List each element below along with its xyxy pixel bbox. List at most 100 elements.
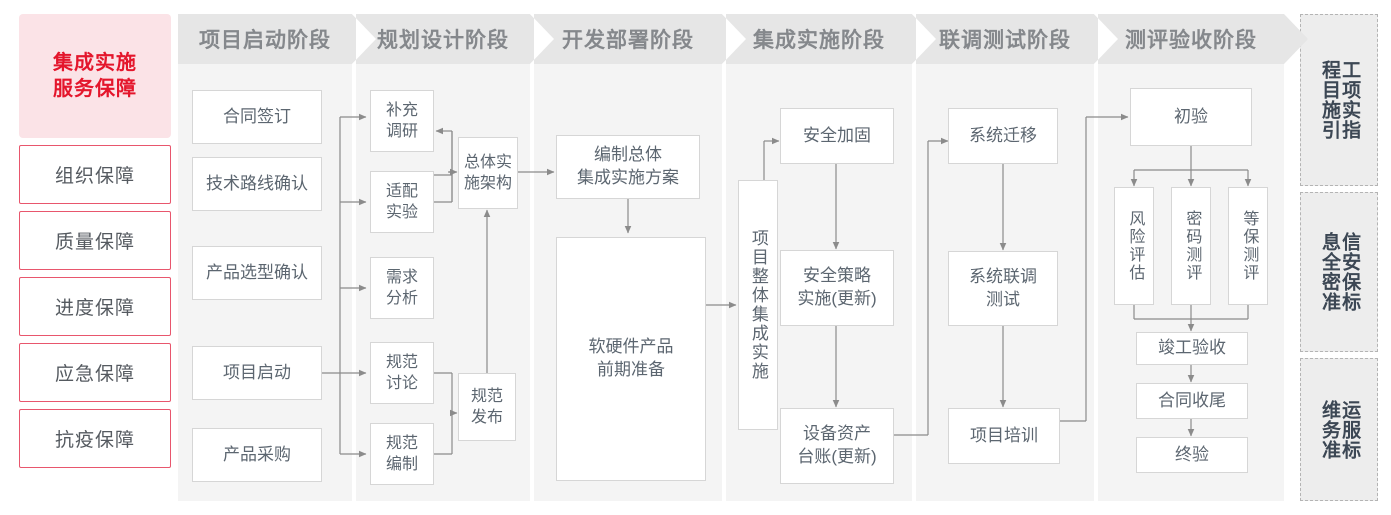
node-label-line1: 规范 [385, 434, 418, 452]
right-panel-label-col-right: 程目施引 [1319, 60, 1340, 140]
sidebar-item-organization[interactable]: 组织保障 [19, 145, 171, 204]
node-label: 技术路线确认 [206, 173, 308, 193]
node-label-line1: 规范 [470, 387, 503, 405]
node-label-line2: 实验 [385, 204, 418, 221]
sidebar-item-emergency[interactable]: 应急保障 [19, 343, 171, 402]
phase-header-label: 集成实施阶段 [753, 29, 885, 52]
phase-header-label: 规划设计阶段 [377, 29, 509, 52]
node-label: 安全加固 [803, 125, 871, 145]
node-label-line1: 需求 [385, 268, 418, 286]
right-panel-label-col-left: 运服标 [1339, 399, 1361, 460]
node-equipment-asset-ledger[interactable]: 设备资产 台账(更新) [780, 408, 894, 484]
node-label: 密码测评 [1183, 210, 1201, 282]
node-adaptation-experiment[interactable]: 适配 实验 [370, 171, 434, 233]
node-label-line1: 系统联调 [969, 266, 1037, 286]
phase-header-5[interactable]: 联调测试阶段 [916, 14, 1094, 64]
sidebar-item-label: 进度保障 [54, 298, 135, 319]
node-label-line1: 适配 [385, 182, 418, 200]
node-draft-overall-integration-plan[interactable]: 编制总体 集成实施方案 [556, 135, 700, 199]
node-hw-sw-preparation[interactable]: 软硬件产品 前期准备 [556, 237, 706, 481]
left-sidebar: 集成实施 服务保障 组织保障 质量保障 进度保障 应急保障 抗疫保障 [19, 14, 171, 468]
sidebar-hero-card[interactable]: 集成实施 服务保障 [19, 14, 171, 138]
node-label-line2: 讨论 [385, 375, 418, 392]
sidebar-hero-line2: 服务保障 [53, 78, 137, 100]
phase-header-3[interactable]: 开发部署阶段 [534, 14, 722, 64]
node-supplementary-research[interactable]: 补充 调研 [370, 90, 434, 152]
node-label: 初验 [1174, 106, 1208, 126]
node-overall-project-integration[interactable]: 项目整体集成实施 [738, 180, 778, 430]
right-panel-engineering-guideline[interactable]: 工项实指 程目施引 [1300, 14, 1378, 186]
node-label-line1: 总体实 [463, 153, 512, 171]
node-label: 系统迁移 [969, 125, 1037, 145]
right-panel-label-col-right: 息全密准 [1319, 232, 1340, 312]
right-panel-label-col-left: 工项实指 [1339, 60, 1361, 140]
node-preliminary-acceptance[interactable]: 初验 [1130, 88, 1252, 146]
node-standards-drafting[interactable]: 规范 编制 [370, 423, 434, 485]
phase-header-label: 项目启动阶段 [199, 29, 331, 52]
sidebar-item-label: 应急保障 [54, 364, 135, 385]
sidebar-hero-line1: 集成实施 [53, 51, 137, 74]
node-label: 产品选型确认 [206, 262, 308, 282]
node-requirements-analysis[interactable]: 需求 分析 [370, 257, 434, 319]
right-panel-ops-service-standard[interactable]: 运服标 维务准 [1300, 358, 1378, 501]
phase-header-label: 联调测试阶段 [939, 29, 1071, 52]
node-system-migration[interactable]: 系统迁移 [948, 108, 1058, 164]
node-label-line1: 规范 [385, 353, 418, 371]
node-label-line1: 补充 [385, 101, 418, 119]
node-cryptography-evaluation[interactable]: 密码测评 [1171, 187, 1211, 305]
node-label-line2: 集成实施方案 [577, 168, 679, 187]
node-label: 产品采购 [223, 444, 291, 464]
node-label-line1: 设备资产 [802, 424, 871, 444]
sidebar-item-label: 组织保障 [54, 166, 135, 187]
phase-header-2[interactable]: 规划设计阶段 [356, 14, 530, 64]
node-label-line2: 调研 [385, 123, 418, 140]
right-panel-infosec-standard[interactable]: 信安保标 息全密准 [1300, 192, 1378, 352]
node-mlps-evaluation[interactable]: 等保测评 [1228, 187, 1268, 305]
node-project-kickoff[interactable]: 项目启动 [192, 346, 322, 400]
node-system-joint-debug-test[interactable]: 系统联调 测试 [948, 251, 1058, 326]
sidebar-item-label: 质量保障 [54, 232, 135, 253]
node-contract-closeout[interactable]: 合同收尾 [1136, 383, 1248, 419]
node-label: 项目整体集成实施 [748, 229, 768, 381]
node-label-line2: 实施(更新) [797, 289, 877, 308]
sidebar-item-quality[interactable]: 质量保障 [19, 211, 171, 270]
node-label: 竣工验收 [1158, 338, 1226, 358]
node-label: 项目启动 [223, 362, 291, 382]
node-label: 终验 [1175, 444, 1209, 464]
node-product-procurement[interactable]: 产品采购 [192, 428, 322, 482]
node-label: 合同签订 [223, 106, 291, 126]
node-label-line2: 发布 [470, 409, 503, 426]
sidebar-item-epidemic[interactable]: 抗疫保障 [19, 409, 171, 468]
node-contract-signing[interactable]: 合同签订 [192, 90, 322, 144]
node-overall-implementation-architecture[interactable]: 总体实 施架构 [458, 137, 518, 209]
node-security-policy-implementation[interactable]: 安全策略 实施(更新) [780, 250, 894, 326]
right-sidebar: 工项实指 程目施引 信安保标 息全密准 运服标 维务准 [1300, 14, 1378, 501]
node-product-selection-confirm[interactable]: 产品选型确认 [192, 246, 322, 300]
node-label-line2: 施架构 [463, 175, 512, 192]
phase-header-label: 测评验收阶段 [1125, 29, 1257, 52]
phase-header-label: 开发部署阶段 [562, 29, 694, 52]
phase-header-6[interactable]: 测评验收阶段 [1098, 14, 1284, 64]
node-standards-discussion[interactable]: 规范 讨论 [370, 342, 434, 404]
sidebar-item-schedule[interactable]: 进度保障 [19, 277, 171, 336]
phase-header-4[interactable]: 集成实施阶段 [726, 14, 912, 64]
node-label: 项目培训 [970, 425, 1038, 445]
node-security-hardening[interactable]: 安全加固 [780, 108, 894, 164]
node-standards-release[interactable]: 规范 发布 [458, 373, 516, 441]
node-label: 合同收尾 [1158, 390, 1226, 410]
node-label-line1: 编制总体 [594, 145, 662, 165]
node-label-line1: 安全策略 [802, 266, 871, 286]
node-label-line2: 测试 [986, 289, 1020, 309]
node-tech-route-confirm[interactable]: 技术路线确认 [192, 157, 322, 211]
node-risk-assessment[interactable]: 风险评估 [1114, 187, 1154, 305]
phase-header-1[interactable]: 项目启动阶段 [178, 14, 352, 64]
node-label: 等保测评 [1240, 210, 1258, 282]
node-completion-acceptance[interactable]: 竣工验收 [1136, 332, 1248, 365]
node-final-acceptance[interactable]: 终验 [1136, 437, 1248, 473]
node-project-training[interactable]: 项目培训 [948, 408, 1060, 464]
right-panel-label-col-right: 维务准 [1319, 399, 1340, 460]
node-label-line1: 软硬件产品 [588, 337, 674, 357]
node-label-line2: 台账(更新) [797, 447, 877, 466]
right-panel-label-col-left: 信安保标 [1339, 232, 1361, 312]
